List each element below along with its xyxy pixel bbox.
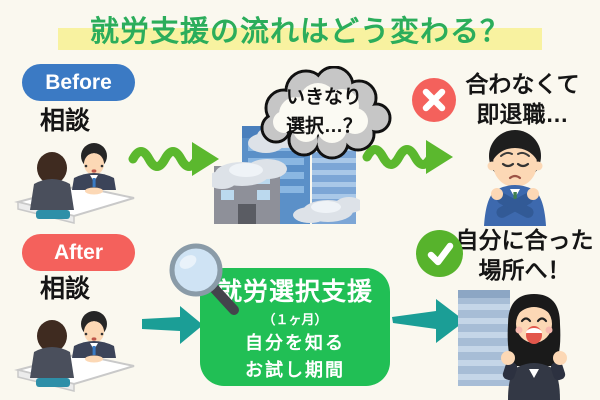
magnifier-icon [169, 243, 239, 315]
title-highlight-band [58, 28, 542, 50]
after-result-line1: 自分に合った [455, 227, 594, 253]
after-result-line2: 場所へ！ [478, 256, 571, 283]
before-result-line2: 即退職… [476, 100, 569, 127]
thought-bubble [260, 66, 392, 160]
bubble-line2: 選択…？ [285, 115, 362, 137]
after-badge: After [22, 234, 135, 271]
happy-person-illustration [458, 290, 567, 400]
page-title: 就労支援の流れはどう変わる？ [89, 16, 510, 48]
cross-icon [412, 78, 456, 122]
before-result-text: 合わなくて 即退職… [450, 70, 595, 130]
arrow-icon [142, 306, 203, 344]
program-desc2: お試し期間 [245, 360, 345, 380]
program-desc1: 自分を知る [245, 333, 345, 353]
after-step-consult: 相談 [40, 275, 91, 303]
after-badge-label: After [53, 240, 103, 264]
before-badge: Before [22, 64, 135, 101]
title-block: 就労支援の流れはどう変わる？ [0, 8, 600, 54]
consultation-illustration [14, 311, 135, 392]
thought-bubble-text: いきなり 選択…？ [254, 84, 394, 141]
check-icon [416, 230, 463, 277]
sad-person-illustration [484, 130, 546, 226]
before-result-line1: 合わなくて [465, 71, 580, 97]
program-duration: （１ヶ月） [262, 312, 328, 327]
wavy-arrow-icon [128, 142, 219, 176]
program-box: 就労選択支援 （１ヶ月） 自分を知る お試し期間 [200, 268, 390, 386]
bubble-line1: いきなり [285, 87, 362, 108]
before-badge-label: Before [45, 70, 112, 94]
arrow-icon [392, 299, 465, 343]
consultation-illustration [14, 143, 135, 224]
wavy-arrow-icon [362, 140, 453, 174]
before-step-consult: 相談 [40, 107, 91, 135]
after-result-text: 自分に合った 場所へ！ [452, 226, 597, 286]
program-title: 就労選択支援 [216, 278, 373, 306]
